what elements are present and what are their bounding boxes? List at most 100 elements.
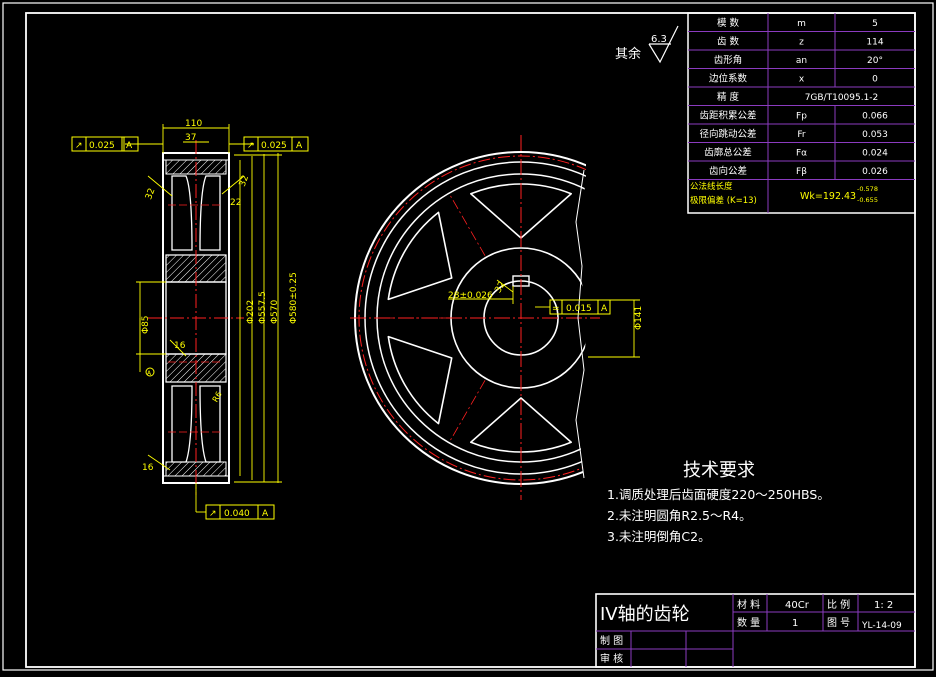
dim-d202: Φ202 bbox=[246, 300, 256, 324]
roughness-note-prefix: 其余 bbox=[615, 46, 641, 62]
dim-width-110: 110 bbox=[185, 119, 202, 129]
roughness-note: 其余 6.3 bbox=[615, 25, 679, 64]
dim-hub-141: Φ141 bbox=[634, 306, 644, 330]
param-symbol: Fr bbox=[797, 130, 806, 140]
sym-tol-value: 0.015 bbox=[566, 304, 592, 314]
lightening-hole bbox=[387, 211, 453, 301]
gear-section-view: 110 37 32 32 22 Φ85 Φ202 Φ557.5 Φ570 Φ58… bbox=[71, 119, 309, 520]
roughness-symbol-icon bbox=[648, 25, 679, 64]
param-value: 20° bbox=[867, 56, 883, 66]
requirement-item-3: 3.未注明倒角C2。 bbox=[607, 529, 711, 544]
param-name: 径向跳动公差 bbox=[699, 128, 756, 140]
param-symbol: Fβ bbox=[796, 167, 807, 177]
requirements-title: 技术要求 bbox=[683, 460, 755, 481]
sym-tol-symbol: = bbox=[552, 304, 560, 314]
tol-right-datum: A bbox=[296, 141, 303, 151]
tol-bottom-datum: A bbox=[262, 509, 269, 519]
dim-d557: Φ557.5 bbox=[258, 291, 268, 324]
dim-slot-right: 32 bbox=[238, 174, 251, 188]
wk-value: Wk=192.43 bbox=[800, 191, 856, 202]
tol-left-datum: A bbox=[126, 141, 133, 151]
dim-keyway-width: 28±0.026 bbox=[448, 291, 493, 301]
param-symbol: Fα bbox=[796, 148, 807, 158]
title-block: IV轴的齿轮 材 料 40Cr 比 例 1: 2 数 量 1 图 号 YL-14… bbox=[595, 593, 916, 668]
dim-bore: Φ85 bbox=[141, 315, 151, 334]
param-name: 模 数 bbox=[717, 17, 740, 29]
wk-label-line2: 极限偏差 (K=13) bbox=[690, 195, 757, 206]
param-row: 模 数 m 5 bbox=[717, 17, 878, 29]
sym-tol-datum: A bbox=[601, 304, 608, 314]
param-symbol: an bbox=[796, 56, 807, 66]
param-value: 0.053 bbox=[862, 130, 888, 140]
param-row: 边位系数 x 0 bbox=[709, 72, 878, 84]
param-name: 边位系数 bbox=[709, 72, 748, 84]
technical-requirements: 技术要求 1.调质处理后齿面硬度220～250HBS。 2.未注明圆角R2.5～… bbox=[607, 460, 830, 544]
param-value: 114 bbox=[866, 37, 883, 47]
param-value: 7GB/T10095.1-2 bbox=[805, 93, 879, 103]
param-value: 0.024 bbox=[862, 148, 888, 158]
scale-label: 比 例 bbox=[827, 598, 850, 611]
param-row: 精 度 7GB/T10095.1-2 bbox=[717, 91, 878, 103]
datum-a-label: A bbox=[147, 370, 152, 377]
param-value: 0.026 bbox=[862, 167, 888, 177]
dim-keyway-depth: 32 bbox=[493, 280, 507, 295]
param-symbol: z bbox=[799, 37, 804, 47]
param-symbol: Fp bbox=[796, 111, 807, 121]
roughness-note-value: 6.3 bbox=[651, 34, 667, 45]
param-row: 径向跳动公差 Fr 0.053 bbox=[699, 128, 887, 140]
tol-left-symbol: ↗ bbox=[75, 141, 83, 151]
tol-right-value: 0.025 bbox=[261, 141, 287, 151]
dim-slot-left: 32 bbox=[144, 187, 157, 201]
wk-lower-deviation: -0.655 bbox=[857, 196, 878, 204]
drawn-label: 制 图 bbox=[600, 634, 623, 647]
dim-bottom-16: 16 bbox=[142, 463, 154, 473]
spoke-centerline bbox=[449, 380, 486, 442]
inner-frame bbox=[25, 12, 916, 668]
param-row: 齿距积累公差 Fp 0.066 bbox=[699, 109, 888, 121]
param-name: 齿 数 bbox=[717, 35, 740, 47]
drawing-no-label: 图 号 bbox=[827, 617, 850, 629]
tolerance-frame-bottom: ↗ 0.040 A bbox=[205, 504, 275, 520]
dim-web-radius: R6 bbox=[211, 390, 224, 404]
dim-hub-37: 37 bbox=[185, 133, 196, 143]
tol-right-symbol: ↗ bbox=[247, 141, 255, 151]
symmetry-tolerance-frame: = 0.015 A bbox=[549, 299, 611, 315]
param-name: 齿距积累公差 bbox=[699, 109, 756, 121]
wk-upper-deviation: -0.578 bbox=[857, 185, 878, 193]
param-name: 齿形角 bbox=[714, 54, 743, 66]
material-value: 40Cr bbox=[785, 600, 810, 611]
dim-web-22: 22 bbox=[230, 198, 241, 208]
datum-a-marker bbox=[145, 367, 155, 377]
dim-d580: Φ580±0.25 bbox=[289, 272, 299, 324]
requirement-item-2: 2.未注明圆角R2.5～R4。 bbox=[607, 508, 752, 523]
param-row: 齿廓总公差 Fα 0.024 bbox=[704, 146, 888, 158]
dim-fillet-16: 16 bbox=[174, 341, 186, 351]
wk-label-line1: 公法线长度 bbox=[690, 181, 733, 192]
qty-value: 1 bbox=[792, 618, 798, 629]
gear-parameter-table: 模 数 m 5 齿 数 z 114 齿形角 an 20° 边位系数 x 0 精 度 7GB/T10095.… bbox=[687, 12, 916, 214]
spoke-centerline bbox=[449, 194, 486, 256]
param-symbol: x bbox=[799, 74, 805, 84]
param-value: 0.066 bbox=[862, 111, 888, 121]
param-name: 齿廓总公差 bbox=[704, 146, 752, 158]
tolerance-frame-left: ↗ 0.025 A bbox=[71, 136, 139, 152]
param-row: 齿向公差 Fβ 0.026 bbox=[709, 165, 888, 177]
tol-bottom-value: 0.040 bbox=[224, 509, 250, 519]
param-name: 精 度 bbox=[717, 91, 740, 103]
dim-d570: Φ570 bbox=[270, 299, 280, 324]
tol-bottom-symbol: ↗ bbox=[209, 509, 217, 519]
param-name: 齿向公差 bbox=[709, 165, 747, 177]
tol-left-value: 0.025 bbox=[89, 141, 115, 151]
param-value: 0 bbox=[872, 74, 878, 84]
param-row: 齿形角 an 20° bbox=[714, 54, 883, 66]
param-row: 齿 数 z 114 bbox=[717, 35, 884, 47]
param-value: 5 bbox=[872, 19, 878, 29]
gear-front-view: 28±0.026 32 Φ141 = 0.015 A bbox=[350, 135, 644, 500]
material-label: 材 料 bbox=[737, 598, 760, 611]
requirement-item-1: 1.调质处理后齿面硬度220～250HBS。 bbox=[607, 487, 830, 502]
param-symbol: m bbox=[797, 19, 806, 29]
scale-value: 1: 2 bbox=[874, 600, 893, 611]
